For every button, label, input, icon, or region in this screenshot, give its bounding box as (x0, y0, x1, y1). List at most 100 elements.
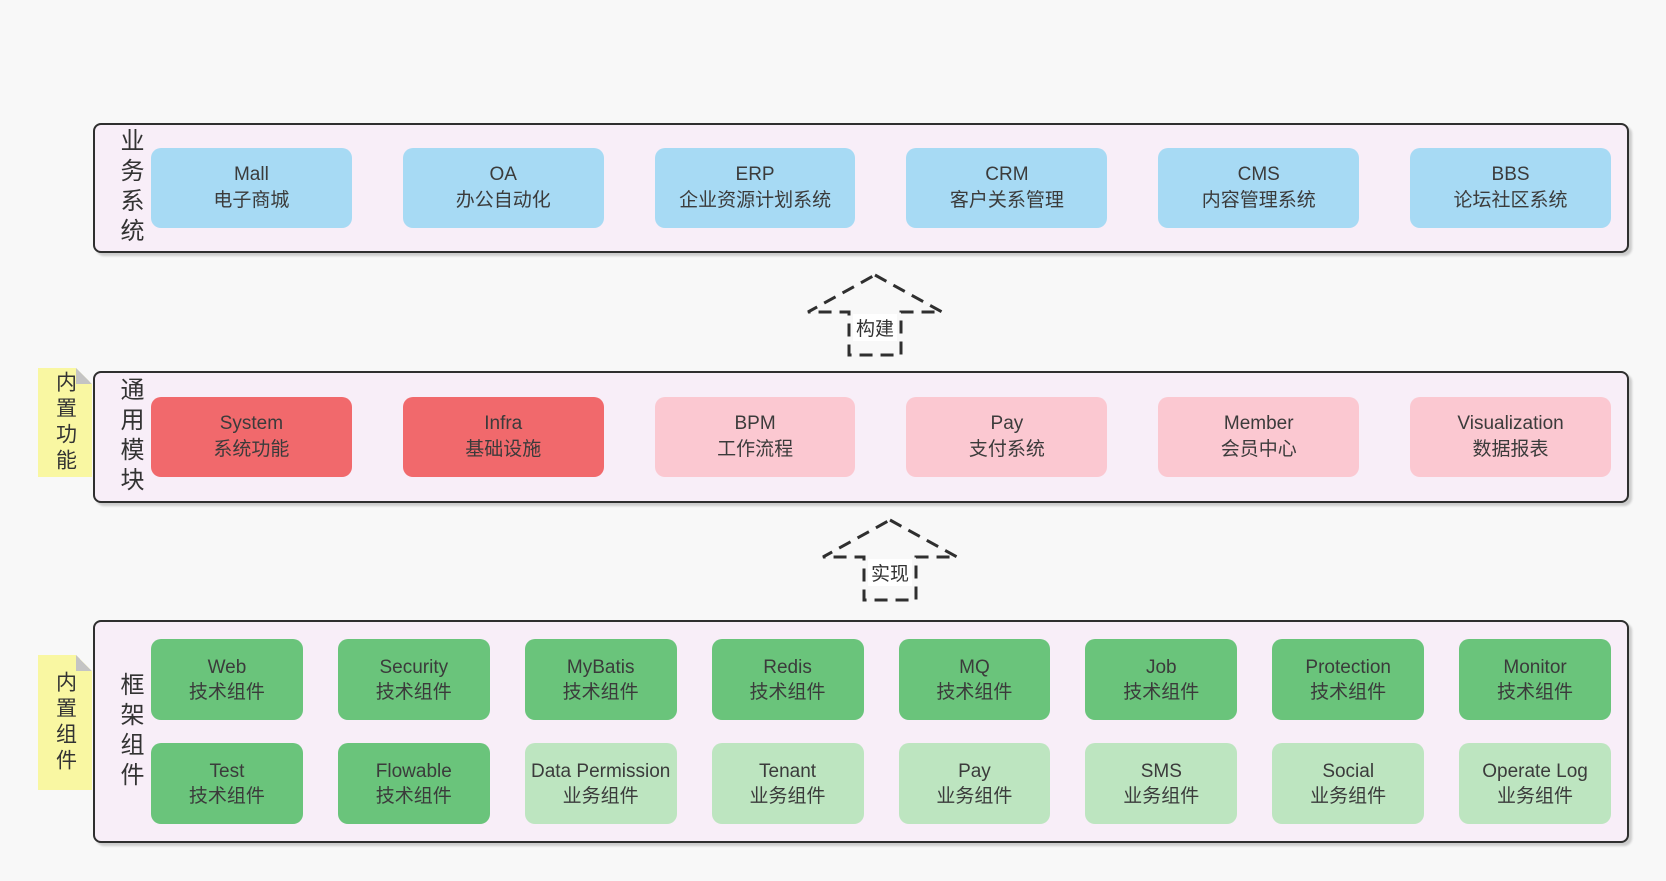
box-desc: 业务组件 (562, 785, 639, 807)
box-desc: 技术组件 (936, 681, 1013, 703)
component-box-test: Test 技术组件 (151, 743, 303, 824)
box-desc: 数据报表 (1472, 439, 1549, 460)
component-box-flowable: Flowable 技术组件 (337, 743, 490, 824)
implement-arrow: 实现 (820, 516, 960, 604)
box-name: Pay (958, 760, 991, 782)
layer-framework-components: 框架组件 Web 技术组件 Security 技术组件 MyBatis 技术组件… (93, 620, 1629, 843)
component-box-security: Security 技术组件 (337, 639, 490, 720)
box-desc: 技术组件 (375, 681, 452, 703)
layer-components-label: 框架组件 (116, 671, 143, 792)
box-name: BBS (1491, 164, 1530, 185)
box-name: CRM (985, 164, 1029, 185)
box-name: Flowable (375, 760, 452, 782)
box-name: CMS (1237, 164, 1280, 185)
component-boxes-grid: Web 技术组件 Security 技术组件 MyBatis 技术组件 Redi… (143, 639, 1627, 824)
box-name: Job (1145, 656, 1177, 678)
module-box-pay: Pay 支付系统 (906, 397, 1108, 477)
folded-corner-icon (76, 368, 92, 384)
box-name: ERP (735, 164, 775, 185)
component-box-pay: Pay 业务组件 (898, 743, 1051, 824)
box-desc: 业务组件 (936, 785, 1013, 807)
box-desc: 技术组件 (1123, 681, 1200, 703)
layer-business-label: 业务系统 (116, 128, 143, 248)
box-name: Mall (233, 164, 269, 185)
component-box-mybatis: MyBatis 技术组件 (524, 639, 677, 720)
box-desc: 论坛社区系统 (1453, 190, 1568, 211)
box-name: SMS (1140, 760, 1182, 782)
component-box-redis: Redis 技术组件 (711, 639, 864, 720)
box-name: OA (489, 164, 517, 185)
module-box-bpm: BPM 工作流程 (654, 397, 856, 477)
module-boxes-row: System 系统功能 Infra 基础设施 BPM 工作流程 Pay 支付系统… (143, 397, 1627, 477)
module-box-visualization: Visualization 数据报表 (1410, 397, 1611, 477)
layer-common-modules: 通用模块 System 系统功能 Infra 基础设施 BPM 工作流程 Pay… (93, 371, 1629, 503)
box-desc: 会员中心 (1220, 439, 1297, 460)
component-box-operate-log: Operate Log 业务组件 (1459, 743, 1611, 824)
module-box-member: Member 会员中心 (1158, 397, 1360, 477)
box-name: Data Permission (530, 760, 671, 782)
box-desc: 技术组件 (1310, 681, 1387, 703)
box-name: Infra (484, 413, 523, 434)
box-desc: 电子商城 (213, 190, 290, 211)
box-desc: 技术组件 (188, 785, 265, 807)
business-box-cms: CMS 内容管理系统 (1158, 148, 1360, 228)
build-arrow-label: 构建 (852, 314, 898, 341)
box-desc: 技术组件 (749, 681, 826, 703)
box-name: System (219, 413, 284, 434)
box-desc: 内容管理系统 (1201, 190, 1316, 211)
folded-corner-icon (76, 655, 92, 671)
box-desc: 企业资源计划系统 (679, 190, 832, 211)
box-name: BPM (734, 413, 776, 434)
component-box-web: Web 技术组件 (151, 639, 303, 720)
box-desc: 技术组件 (375, 785, 452, 807)
box-name: Visualization (1457, 413, 1564, 434)
box-name: Test (209, 760, 245, 782)
business-box-bbs: BBS 论坛社区系统 (1410, 148, 1611, 228)
box-desc: 系统功能 (213, 439, 290, 460)
box-name: Protection (1305, 656, 1391, 678)
component-box-data-permission: Data Permission 业务组件 (524, 743, 677, 824)
box-desc: 基础设施 (465, 439, 542, 460)
box-name: Social (1322, 760, 1375, 782)
business-boxes-row: Mall 电子商城 OA 办公自动化 ERP 企业资源计划系统 CRM 客户关系… (143, 148, 1627, 228)
box-name: MQ (959, 656, 990, 678)
sticky-note-built-in-components: 内置组件 (38, 655, 92, 790)
component-box-social: Social 业务组件 (1272, 743, 1425, 824)
sticky-note-text: 内置功能 (53, 370, 77, 475)
component-box-job: Job 技术组件 (1085, 639, 1238, 720)
layer-business-systems: 业务系统 Mall 电子商城 OA 办公自动化 ERP 企业资源计划系统 CRM… (93, 123, 1629, 253)
box-name: Redis (763, 656, 812, 678)
business-box-mall: Mall 电子商城 (151, 148, 352, 228)
box-name: Security (379, 656, 449, 678)
business-box-erp: ERP 企业资源计划系统 (654, 148, 856, 228)
box-name: Monitor (1503, 656, 1567, 678)
box-desc: 工作流程 (717, 439, 794, 460)
box-desc: 支付系统 (968, 439, 1045, 460)
box-name: MyBatis (566, 656, 635, 678)
sticky-note-text: 内置组件 (53, 670, 77, 775)
implement-arrow-label: 实现 (867, 559, 913, 586)
component-box-monitor: Monitor 技术组件 (1459, 639, 1611, 720)
box-name: Web (207, 656, 247, 678)
business-box-crm: CRM 客户关系管理 (906, 148, 1108, 228)
box-name: Member (1223, 413, 1294, 434)
box-desc: 业务组件 (1310, 785, 1387, 807)
component-box-protection: Protection 技术组件 (1272, 639, 1425, 720)
box-name: Operate Log (1482, 760, 1588, 782)
box-desc: 业务组件 (1123, 785, 1200, 807)
box-desc: 业务组件 (749, 785, 826, 807)
box-name: Pay (990, 413, 1024, 434)
box-desc: 技术组件 (188, 681, 265, 703)
component-box-mq: MQ 技术组件 (898, 639, 1051, 720)
box-desc: 客户关系管理 (949, 190, 1064, 211)
sticky-note-built-in-features: 内置功能 (38, 368, 92, 477)
component-box-sms: SMS 业务组件 (1085, 743, 1238, 824)
layer-modules-label: 通用模块 (116, 377, 143, 497)
box-name: Tenant (759, 760, 817, 782)
box-desc: 技术组件 (562, 681, 639, 703)
box-desc: 办公自动化 (455, 190, 551, 211)
component-box-tenant: Tenant 业务组件 (711, 743, 864, 824)
box-desc: 技术组件 (1497, 681, 1574, 703)
business-box-oa: OA 办公自动化 (402, 148, 604, 228)
